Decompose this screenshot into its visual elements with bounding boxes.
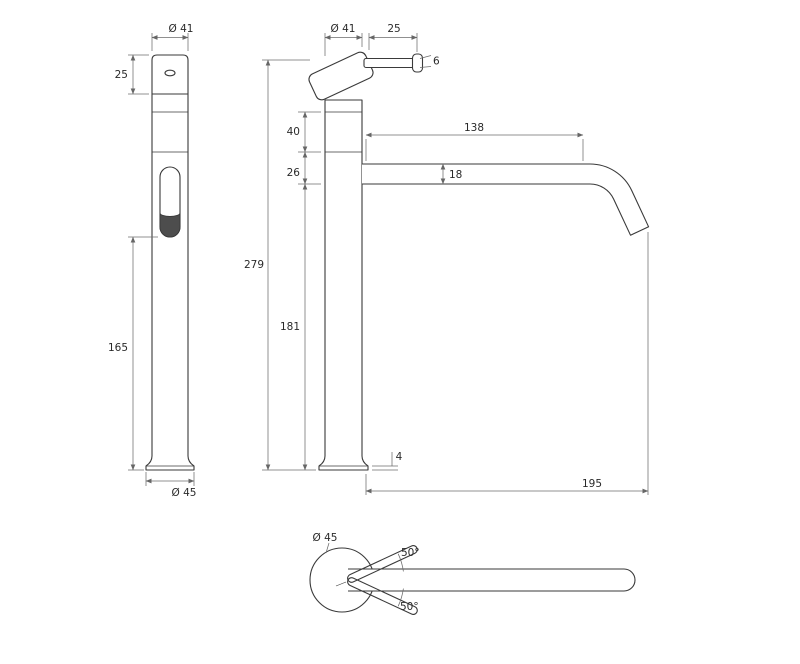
- dim-top-swing-angle-down: 50°: [400, 601, 419, 613]
- dim-side-spout-section: 26: [287, 167, 301, 179]
- dim-side-total-reach: 195: [582, 478, 602, 490]
- front-body-outline: [145, 54, 195, 471]
- side-body-outline: [318, 99, 369, 471]
- side-spout-fill: [362, 163, 649, 236]
- dim-side-lever-length: 25: [387, 23, 400, 35]
- front-view: [145, 54, 195, 471]
- dim-side-pin-diameter: 6: [433, 56, 440, 68]
- top-view-dimensions: Ø 45 50° 50°: [313, 532, 420, 613]
- dim-top-base-diameter: Ø 45: [313, 532, 338, 544]
- dim-side-spout-reach: 138: [464, 122, 484, 134]
- top-center-mark: [335, 581, 347, 587]
- front-pin-dot: [164, 69, 176, 77]
- dim-side-base-thickness: 4: [396, 451, 403, 463]
- side-spout-outline: [362, 163, 650, 236]
- side-handle-pin-cap: [411, 53, 424, 73]
- side-view: [308, 51, 650, 471]
- top-spout-outline: [348, 568, 636, 592]
- side-view-dimensions: Ø 41 25 6 40 26 181 279 138 18: [244, 23, 649, 495]
- dim-side-upper-section: 40: [287, 126, 300, 138]
- top-spout-fill: [348, 569, 635, 591]
- top-handle-position-down: [347, 577, 418, 615]
- top-view: [309, 545, 636, 615]
- front-outlet-opening: [159, 212, 181, 238]
- dim-side-top-diameter: Ø 41: [331, 23, 356, 35]
- dim-front-base-diameter: Ø 45: [172, 487, 197, 499]
- dim-front-cap-height: 25: [115, 69, 128, 81]
- dim-front-top-diameter: Ø 41: [169, 23, 194, 35]
- side-handle-rod: [363, 57, 418, 69]
- dim-side-total-height: 279: [244, 259, 264, 271]
- dim-side-lower-section: 181: [280, 321, 300, 333]
- front-view-dimensions: Ø 41 25 165 Ø 45: [108, 23, 197, 499]
- dim-front-outlet-to-base: 165: [108, 342, 128, 354]
- dim-side-spout-diameter: 18: [449, 169, 462, 181]
- side-handle-grip: [308, 51, 374, 101]
- dim-top-swing-angle-up: 50°: [401, 547, 420, 559]
